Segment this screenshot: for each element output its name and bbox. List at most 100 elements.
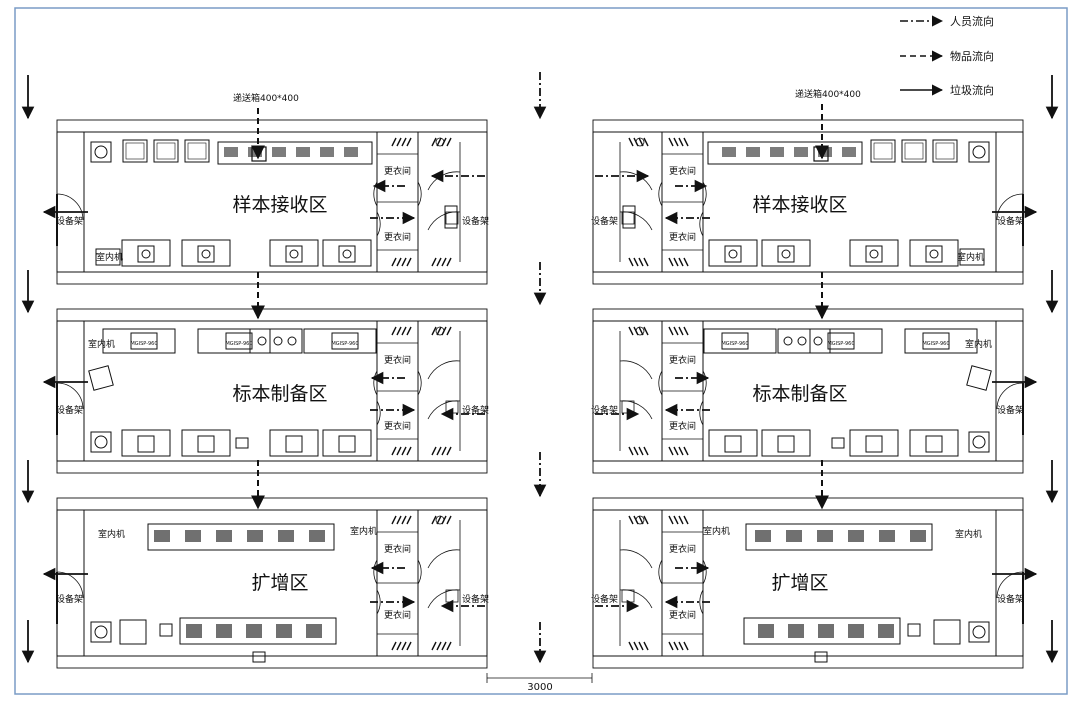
shoe-rack-mark	[643, 326, 649, 336]
workbench-sink	[724, 245, 742, 263]
ceiling-fixture	[435, 515, 445, 525]
pcr-bench	[147, 523, 335, 551]
workbench-sink	[925, 435, 943, 453]
shoe-rack-mark	[401, 326, 407, 336]
reception-equipment: 室内机	[90, 139, 458, 267]
pcr-bench	[745, 523, 933, 551]
pcr-instrument	[278, 530, 294, 542]
shoe-rack-mark	[668, 446, 674, 456]
shoe-rack-mark	[431, 515, 437, 525]
workbench-sink	[197, 435, 215, 453]
shoe-rack-mark	[431, 326, 437, 336]
biosafety-icon	[90, 431, 112, 453]
centrifuge	[257, 336, 267, 346]
shoe-rack-mark	[391, 515, 397, 525]
shoe-rack-mark	[628, 257, 634, 267]
workbench	[761, 239, 811, 267]
shoe-rack-mark	[406, 515, 412, 525]
door-swing	[619, 549, 653, 569]
fridge-inner	[873, 142, 893, 160]
workbench-sink	[338, 245, 356, 263]
instrument-label: MGISP-960	[827, 341, 854, 347]
changing-room-label: 更衣间	[384, 543, 411, 555]
workbench-drain	[728, 249, 738, 259]
bench	[707, 141, 863, 165]
analysis-device	[276, 624, 292, 638]
door-swing	[417, 181, 422, 207]
ceiling-fixture	[435, 137, 445, 147]
bench-device	[248, 147, 262, 157]
pcr-instrument	[879, 530, 895, 542]
indoor-unit-label: 室内机	[957, 251, 984, 263]
workbench-drain	[201, 249, 211, 259]
shoe-rack-mark	[446, 446, 452, 456]
legend-goods-label: 物品流向	[950, 49, 994, 63]
door-swing	[658, 181, 663, 207]
shoe-rack-mark	[673, 641, 679, 651]
centrifuge	[287, 336, 297, 346]
shoe-rack-mark	[396, 515, 402, 525]
shoe-rack-mark	[628, 137, 634, 147]
room-prep: 更衣间更衣间设备架设备架标本制备区	[56, 308, 489, 474]
instrument-bench	[197, 328, 271, 354]
bench-device	[296, 147, 310, 157]
rack-box	[445, 400, 459, 414]
door-swing	[427, 211, 461, 231]
corridor-band-bottom	[56, 460, 488, 474]
workbench	[761, 429, 811, 457]
workbench	[121, 429, 171, 457]
changing-room-label: 更衣间	[384, 609, 411, 621]
shoe-rack-mark	[628, 446, 634, 456]
shoe-rack-mark	[683, 515, 689, 525]
shoe-rack-mark	[638, 326, 644, 336]
centrifuge-bench	[249, 328, 303, 354]
flow-arrows	[21, 72, 1059, 664]
biosafety-icon	[90, 621, 112, 643]
ceiling-fixture	[635, 515, 645, 525]
indoor-unit-label: 室内机	[350, 525, 377, 537]
shoe-rack-mark	[668, 257, 674, 267]
rack-box	[621, 589, 635, 603]
shoe-rack-mark	[673, 446, 679, 456]
bench-device	[746, 147, 760, 157]
waste-bin	[88, 365, 114, 391]
indoor-unit-box	[959, 248, 985, 266]
shoe-rack-mark	[628, 641, 634, 651]
corridor-band-top	[592, 308, 1024, 322]
room-title: 样本接收区	[232, 194, 327, 216]
pcr-instrument	[848, 530, 864, 542]
door-swing	[619, 211, 653, 231]
stool	[831, 437, 845, 449]
workbench	[708, 239, 758, 267]
shoe-rack-mark	[401, 446, 407, 456]
rack-stand	[622, 205, 636, 229]
bench-device	[794, 147, 808, 157]
indoor-unit-box	[95, 248, 121, 266]
workbench-sink	[137, 245, 155, 263]
shoe-rack-mark	[446, 257, 452, 267]
workbench-sink	[925, 245, 943, 263]
changing-room-label: 更衣间	[384, 231, 411, 243]
analysis-bench	[743, 617, 901, 645]
rack-box	[621, 211, 635, 225]
analysis-device	[788, 624, 804, 638]
shoe-rack-mark	[633, 641, 639, 651]
amp-equipment: 室内机室内机	[90, 523, 377, 663]
room-title: 扩增区	[251, 572, 308, 594]
fridge	[932, 139, 958, 163]
equipment-rack-label: 设备架	[591, 215, 618, 227]
door-swing	[619, 171, 653, 191]
shoe-rack-mark	[406, 326, 412, 336]
shoe-rack-mark	[643, 137, 649, 147]
instrument	[331, 332, 359, 350]
fridge-inner	[125, 142, 145, 160]
instrument-label: MGISP-960	[721, 341, 748, 347]
biosafety-icon-ring	[94, 625, 108, 639]
workbench	[909, 239, 959, 267]
biosafety-icon	[968, 431, 990, 453]
shoe-rack-mark	[436, 515, 442, 525]
fridge-inner	[156, 142, 176, 160]
shoe-rack-mark	[673, 326, 679, 336]
